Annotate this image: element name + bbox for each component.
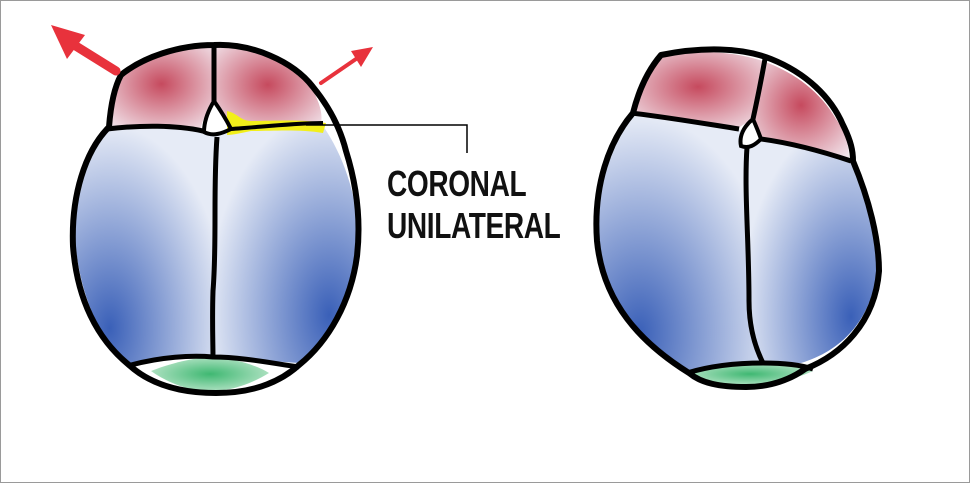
sagittal-suture [210,136,220,360]
frontal-bone-left [109,47,214,129]
parietal-bone-left [598,116,763,371]
frontal-bone-right [214,46,322,131]
fontanelle-edge [738,117,764,150]
label-leader-line [306,124,468,153]
lambdoid-suture [130,353,300,370]
label-coronal: CORONAL [387,163,527,204]
parietal-bone-left [74,125,214,365]
label-unilateral: UNILATERAL [387,205,561,246]
anterior-fontanelle [205,101,231,135]
lambdoid-suture [686,360,814,376]
occipital-bone [151,357,269,391]
coronal-suture-left [630,110,740,132]
coronal-suture-right [230,121,324,131]
skull-outline [69,41,362,396]
parietal-bone-right [214,123,358,363]
growth-arrow-icon [319,47,373,85]
coronal-suture-right [760,136,852,164]
sagittal-suture [743,146,766,365]
frontal-bone-left [633,52,763,130]
fontanelle-edge [201,99,234,137]
coronal-suture-left [106,123,204,134]
metopic-suture [750,58,768,120]
skull-affected [51,25,373,396]
parietal-bone-right [746,131,877,363]
skull-result [593,46,882,390]
frontal-bone-right [753,61,849,159]
growth-arrow-icon [51,25,121,76]
